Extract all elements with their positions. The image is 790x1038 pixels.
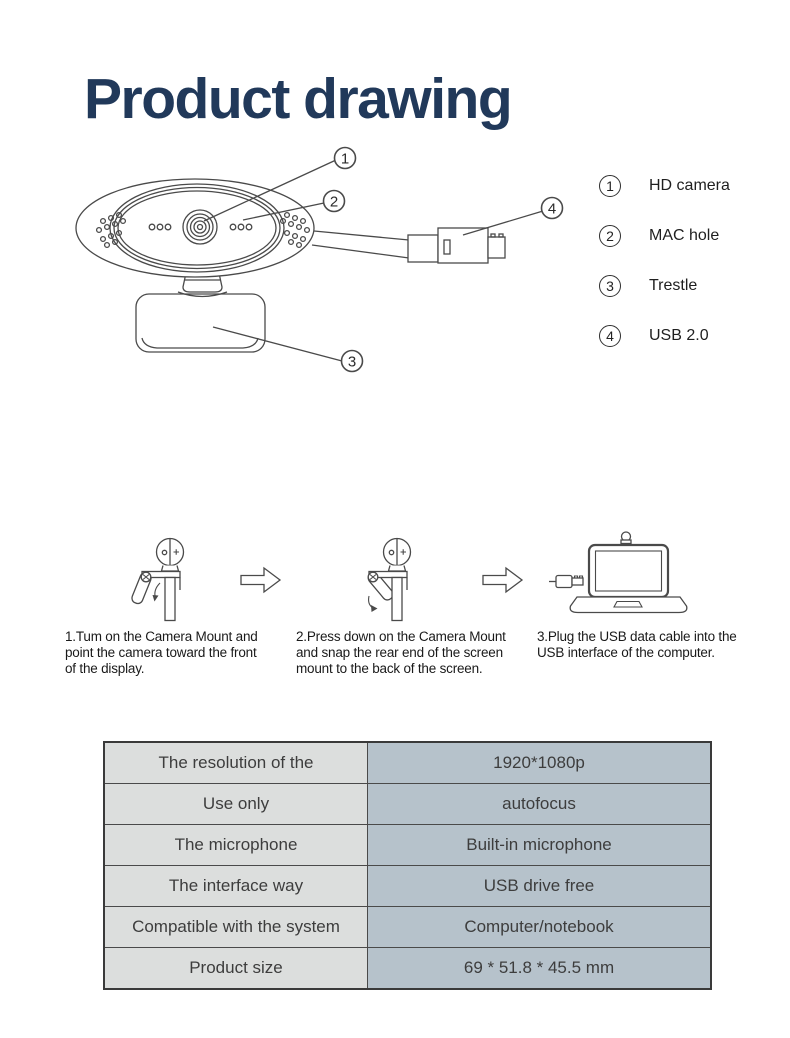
spec-value: Computer/notebook [367,906,712,948]
trestle-base [135,293,266,353]
webcam-diagram: 1 2 3 4 [75,146,564,373]
usb-connector [407,227,506,264]
legend: 1 HD camera 2 MAC hole 3 Trestle 4 USB 2… [599,161,730,361]
circled-number-icon: 2 [599,225,621,247]
table-row: The resolution of the 1920*1080p [103,741,712,784]
table-row: Product size 69 * 51.8 * 45.5 mm [103,947,712,990]
legend-label: USB 2.0 [649,327,709,344]
legend-item-mac-hole: 2 MAC hole [599,211,730,261]
callout-4: 4 [540,196,564,220]
svg-text:4: 4 [548,200,556,217]
installation-steps-illustrations [131,531,688,622]
webcam-neck [177,272,228,298]
spec-value: Built-in microphone [367,824,712,866]
webcam-body [75,178,315,278]
spec-label: The interface way [103,865,368,907]
circled-number-icon: 4 [599,325,621,347]
spec-label: Compatible with the system [103,906,368,948]
legend-item-usb: 4 USB 2.0 [599,311,730,361]
spec-table: The resolution of the 1920*1080p Use onl… [103,741,712,990]
legend-label: Trestle [649,277,698,294]
arrow-right-icon [240,566,282,594]
mic-holes-left [148,223,172,231]
step3-illustration [549,531,688,614]
spec-label: Product size [103,947,368,990]
table-row: The interface way USB drive free [103,865,712,907]
svg-text:3: 3 [348,353,356,370]
spec-value: USB drive free [367,865,712,907]
spec-value: 69 * 51.8 * 45.5 mm [367,947,712,990]
circled-number-icon: 3 [599,275,621,297]
step2-caption: 2.Press down on the Camera Mount and sna… [296,629,506,676]
step2-illustration [367,537,412,622]
callout-1: 1 [333,146,357,170]
table-row: Compatible with the system Computer/note… [103,906,712,948]
callout-leader-lines [203,159,544,362]
step1-illustration [131,537,185,622]
legend-item-trestle: 3 Trestle [599,261,730,311]
legend-label: HD camera [649,177,730,194]
table-row: Use only autofocus [103,783,712,825]
speaker-grille-right [279,211,311,249]
table-row: The microphone Built-in microphone [103,824,712,866]
spec-value: 1920*1080p [367,741,712,784]
callout-3: 3 [340,349,364,373]
spec-label: The microphone [103,824,368,866]
spec-label: The resolution of the [103,741,368,784]
callout-2: 2 [322,189,346,213]
step3-caption: 3.Plug the USB data cable into the USB i… [537,629,737,660]
step1-caption: 1.Tum on the Camera Mount and point the … [65,629,258,676]
legend-item-hd-camera: 1 HD camera [599,161,730,211]
camera-lens-icon [182,209,218,245]
svg-text:1: 1 [341,150,349,167]
page-title: Product drawing [84,67,513,132]
mic-holes-right [229,223,253,231]
circled-number-icon: 1 [599,175,621,197]
svg-text:2: 2 [330,193,338,210]
usb-cable [311,230,410,259]
legend-label: MAC hole [649,227,720,244]
speaker-grille-left [95,211,127,249]
spec-value: autofocus [367,783,712,825]
spec-label: Use only [103,783,368,825]
arrow-right-icon [482,566,524,594]
